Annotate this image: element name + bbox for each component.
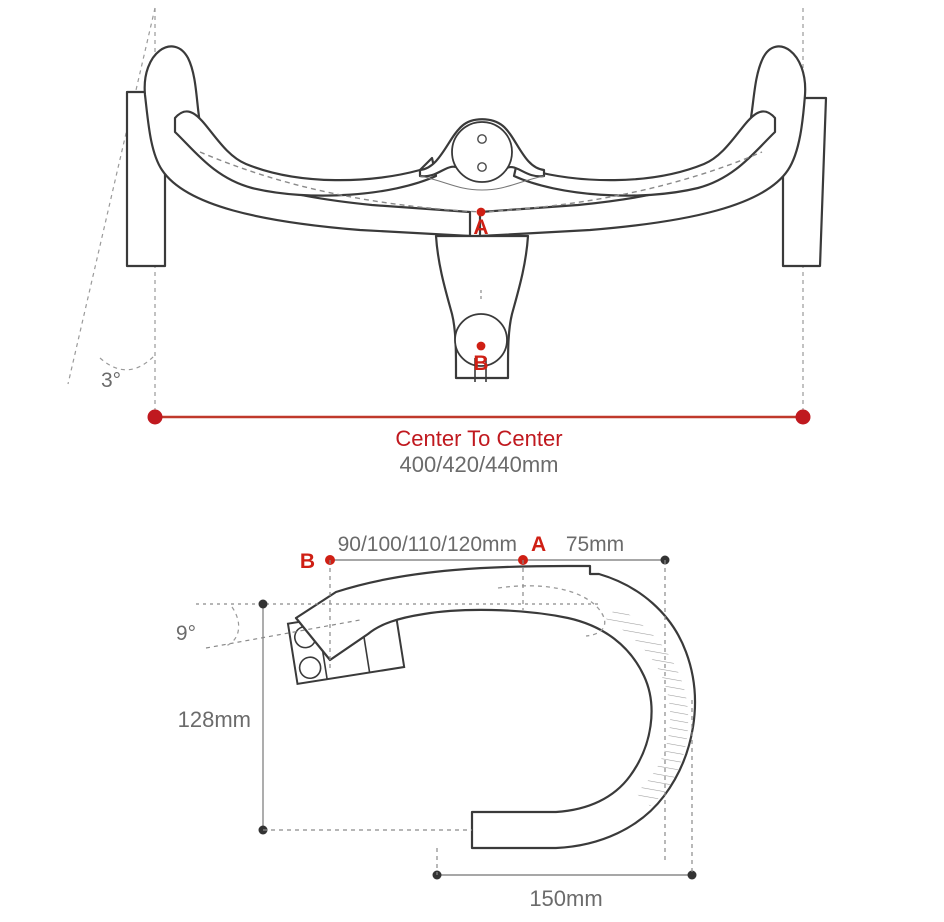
stem-extension-label: 75mm [566, 533, 624, 556]
side-marker-a-label: A [531, 533, 546, 556]
top-view-group: 3° [67, 7, 828, 477]
stem-axis-slanted-line [205, 619, 361, 649]
angle-arc-3deg [99, 354, 156, 371]
handlebar-side-profile [294, 564, 696, 850]
stem-lower-bore-circle [454, 313, 508, 367]
center-to-center-right-endpoint [795, 409, 811, 425]
marker-a-dot [476, 207, 486, 217]
center-to-center-title: Center To Center [395, 426, 562, 451]
marker-b-dot [476, 341, 486, 351]
drop-dimension-label: 128mm [178, 707, 251, 732]
side-view-group: 9° B A 90/100/110/120mm 75mm 128mm [176, 533, 697, 911]
angle-label-3deg: 3° [101, 369, 121, 392]
left-flare-reference-line [67, 7, 156, 385]
clamp-bolt-lower [298, 656, 322, 680]
drop-dimension-top-endpoint [258, 599, 268, 609]
steerer-bore-circle [451, 121, 513, 183]
upper-bolt-hole [477, 134, 487, 144]
angle-label-9deg: 9° [176, 622, 196, 645]
side-marker-b-label: B [300, 550, 315, 573]
center-to-center-value: 400/420/440mm [400, 452, 559, 477]
angle-arc-9deg [225, 606, 240, 647]
lower-bolt-hole [477, 162, 487, 172]
inner-reach-dashed-curve [497, 585, 606, 637]
depth-dimension-right-endpoint [687, 870, 697, 880]
depth-dimension-label: 150mm [529, 886, 602, 911]
marker-b-label: B [473, 352, 488, 375]
stem-clamp-lower-arc [419, 175, 545, 191]
center-to-center-left-endpoint [147, 409, 163, 425]
left-top-arm [173, 110, 438, 197]
marker-a-label: A [473, 216, 488, 239]
reach-options-label: 90/100/110/120mm [338, 533, 517, 556]
